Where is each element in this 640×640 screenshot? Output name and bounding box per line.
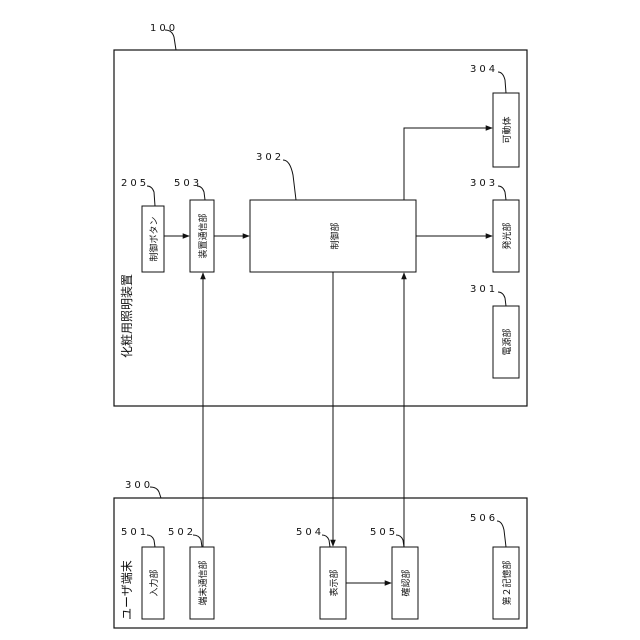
control-unit-label: 制御部 — [329, 222, 341, 249]
storage2-block: 第２記憶部 506 — [470, 513, 519, 619]
power-supply-label: 電源部 — [501, 328, 513, 355]
device-comm-ref: 503 — [174, 178, 202, 189]
control-button-block: 制御ボタン 205 — [121, 178, 164, 272]
power-supply-block: 電源部 301 — [470, 284, 519, 378]
movable-body-block: 可動体 304 — [470, 64, 519, 167]
terminal-title: ユーザ端末 — [120, 560, 134, 620]
light-emitter-block: 発光部 303 — [470, 178, 519, 272]
control-button-ref: 205 — [121, 178, 149, 189]
confirm-block: 確認部 505 — [370, 527, 418, 619]
device-ref-number: 100 — [150, 23, 178, 34]
connections — [164, 128, 492, 583]
terminal-comm-ref: 502 — [168, 527, 196, 538]
device-title: 化粧用照明装置 — [120, 274, 134, 358]
display-label: 表示部 — [328, 569, 340, 596]
terminal-comm-block: 端末通信部 502 — [168, 527, 214, 619]
confirm-label: 確認部 — [400, 569, 412, 596]
device-comm-block: 装置通信部 503 — [174, 178, 214, 272]
storage2-ref: 506 — [470, 513, 498, 524]
confirm-ref: 505 — [370, 527, 398, 538]
control-unit-block: 制御部 302 — [250, 152, 416, 272]
light-emitter-label: 発光部 — [501, 222, 513, 249]
device-comm-label: 装置通信部 — [197, 213, 209, 258]
input-ref: 501 — [121, 527, 149, 538]
terminal-ref-number: 300 — [125, 480, 153, 491]
control-unit-ref: 302 — [256, 152, 284, 163]
terminal-comm-label: 端末通信部 — [197, 560, 209, 605]
movable-body-label: 可動体 — [501, 116, 513, 143]
display-ref: 504 — [296, 527, 324, 538]
light-emitter-ref: 303 — [470, 178, 498, 189]
display-block: 表示部 504 — [296, 527, 346, 619]
storage2-label: 第２記憶部 — [501, 560, 513, 605]
movable-body-ref: 304 — [470, 64, 498, 75]
input-label: 入力部 — [148, 569, 160, 596]
arrow-control-to-movable — [404, 128, 492, 200]
power-supply-ref: 301 — [470, 284, 498, 295]
control-button-label: 制御ボタン — [148, 216, 160, 261]
